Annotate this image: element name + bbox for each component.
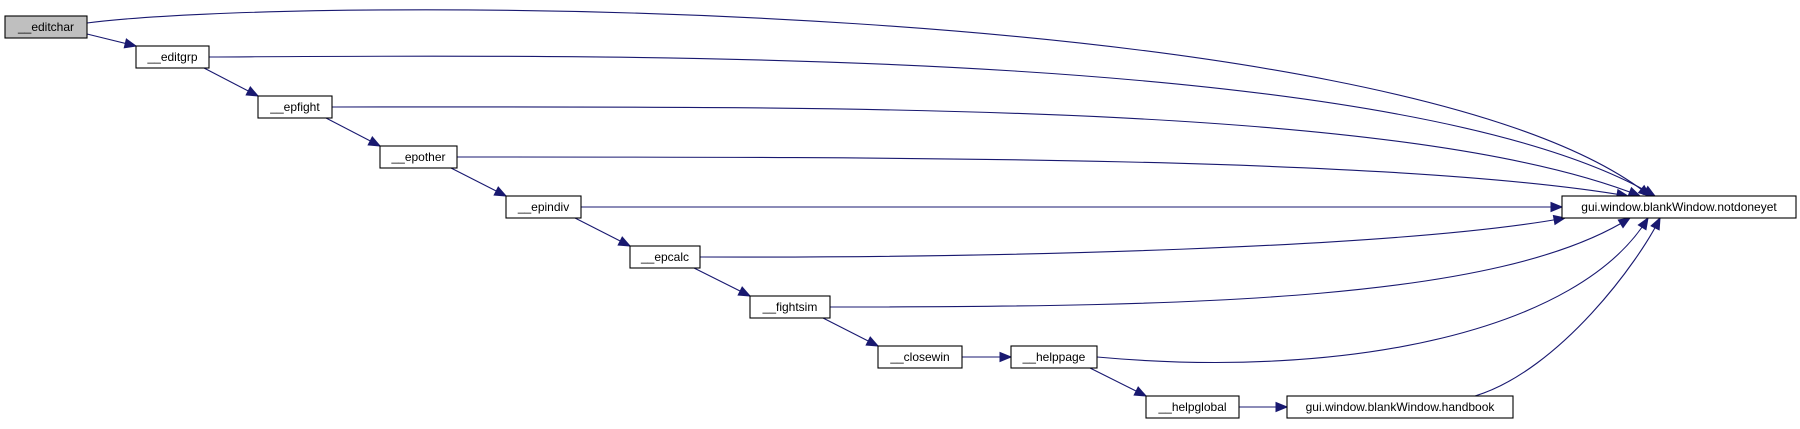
node-closewin[interactable]: __closewin — [877, 345, 963, 369]
edge-line — [456, 156, 1629, 197]
node-editgrp[interactable]: __editgrp — [135, 45, 210, 69]
edge-epfight-to-notdoneyet — [331, 106, 1642, 197]
arrowhead-icon — [737, 286, 752, 297]
node-box — [1010, 345, 1098, 369]
node-label: __epfight — [269, 100, 320, 114]
nodes-layer: __editchar __editgrp __epfight __epother __e… — [4, 15, 1797, 419]
node-box — [505, 195, 582, 219]
arrowhead-icon — [1650, 216, 1661, 231]
edge-epcalc-to-notdoneyet — [699, 214, 1567, 258]
node-label: __epother — [390, 150, 445, 164]
arrowhead-icon — [865, 336, 880, 347]
node-label: __closewin — [889, 350, 949, 364]
node-epother[interactable]: __epother — [379, 145, 458, 169]
node-label: __editchar — [17, 20, 74, 34]
arrowhead-icon — [245, 86, 260, 97]
edge-helppage-to-helpglobal — [1089, 367, 1148, 397]
edge-helppage-to-notdoneyet — [1096, 216, 1649, 364]
node-label: gui.window.blankWindow.notdoneyet — [1581, 200, 1777, 214]
edge-fightsim-to-notdoneyet — [829, 217, 1632, 308]
edge-line — [829, 217, 1631, 308]
arrowhead-icon — [1617, 217, 1632, 229]
node-box — [749, 295, 831, 319]
edge-epother-to-notdoneyet — [456, 156, 1630, 200]
arrowhead-icon — [1642, 185, 1657, 197]
node-box — [877, 345, 963, 369]
arrowhead-icon — [1550, 201, 1564, 213]
node-box — [629, 245, 701, 269]
edge-editchar-to-editgrp — [86, 33, 138, 49]
node-helppage[interactable]: __helppage — [1010, 345, 1098, 369]
node-label: __epcalc — [640, 250, 689, 264]
edge-line — [1474, 217, 1661, 397]
node-box — [135, 45, 210, 69]
edges-layer — [86, 9, 1661, 413]
node-box — [1561, 195, 1797, 219]
edge-epindiv-to-epcalc — [574, 217, 632, 247]
arrowhead-icon — [1627, 186, 1642, 197]
node-box — [1145, 395, 1240, 419]
edge-editgrp-to-notdoneyet — [208, 55, 1657, 197]
node-label: __fightsim — [762, 300, 818, 314]
node-box — [1286, 395, 1514, 419]
node-epfight[interactable]: __epfight — [257, 95, 333, 119]
edge-helpglobal-to-handbook — [1239, 401, 1289, 413]
edge-epfight-to-epother — [325, 117, 382, 147]
edge-epindiv-to-notdoneyet — [581, 201, 1564, 213]
edge-line — [208, 55, 1656, 197]
arrowhead-icon — [123, 38, 138, 49]
arrowhead-icon — [1133, 386, 1148, 397]
edge-line — [331, 106, 1641, 197]
node-label: __editgrp — [146, 50, 197, 64]
node-box — [257, 95, 333, 119]
arrowhead-icon — [367, 136, 382, 147]
edge-editgrp-to-epfight — [203, 67, 260, 97]
edge-line — [1096, 217, 1649, 364]
node-fightsim[interactable]: __fightsim — [749, 295, 831, 319]
node-epindiv[interactable]: __epindiv — [505, 195, 582, 219]
node-box — [379, 145, 458, 169]
arrowhead-icon — [999, 351, 1013, 363]
edge-handbook-to-notdoneyet — [1474, 216, 1661, 397]
edge-line — [699, 217, 1566, 258]
node-handbook[interactable]: gui.window.blankWindow.handbook — [1286, 395, 1514, 419]
node-editchar: __editchar — [4, 15, 88, 39]
node-label: __helppage — [1022, 350, 1086, 364]
edge-fightsim-to-closewin — [822, 317, 880, 347]
edge-epother-to-epindiv — [450, 167, 508, 197]
arrowhead-icon — [493, 186, 508, 197]
node-helpglobal[interactable]: __helpglobal — [1145, 395, 1240, 419]
edge-epcalc-to-fightsim — [693, 267, 752, 297]
arrowhead-icon — [1275, 401, 1289, 413]
node-epcalc[interactable]: __epcalc — [629, 245, 701, 269]
node-notdoneyet[interactable]: gui.window.blankWindow.notdoneyet — [1561, 195, 1797, 219]
node-label: __epindiv — [517, 200, 569, 214]
edge-closewin-to-helppage — [962, 351, 1013, 363]
node-label: __helpglobal — [1157, 400, 1226, 414]
arrowhead-icon — [617, 236, 632, 247]
edge-line — [86, 9, 1651, 197]
arrowhead-icon — [1637, 216, 1649, 231]
node-label: gui.window.blankWindow.handbook — [1306, 400, 1496, 414]
node-box — [4, 15, 88, 39]
